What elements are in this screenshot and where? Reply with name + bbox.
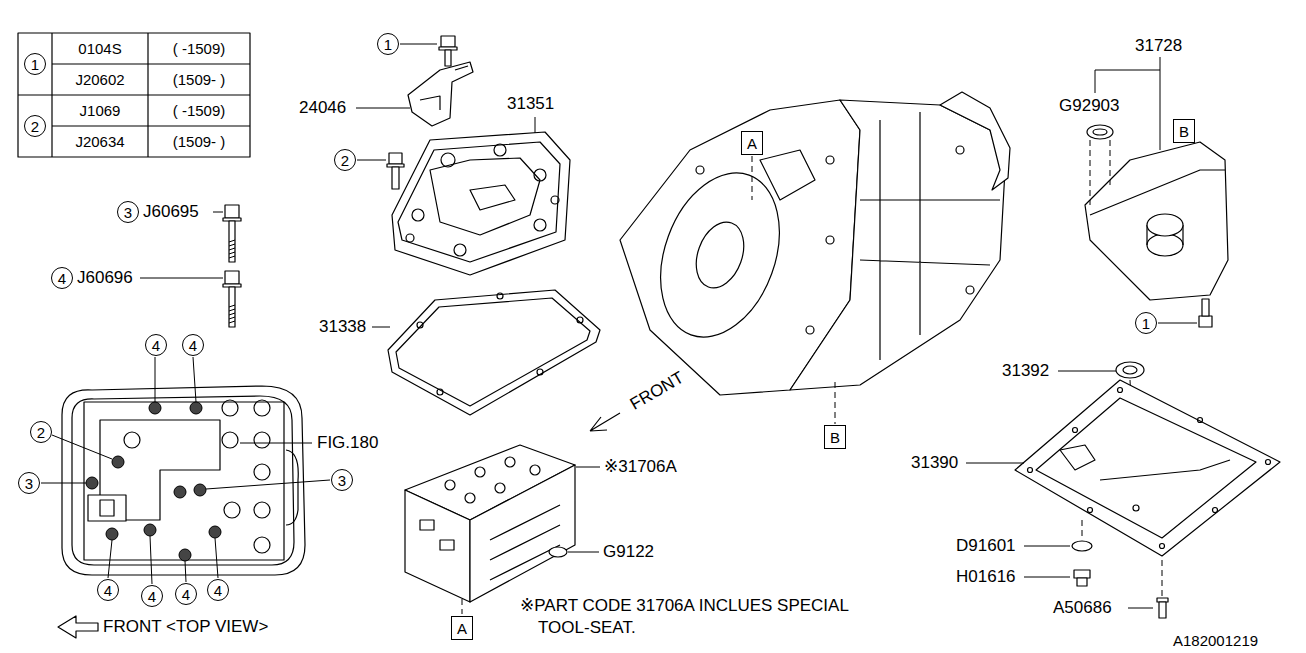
callout-text: 1 bbox=[384, 37, 392, 52]
table-cell: (1509- ) bbox=[172, 71, 227, 88]
part-number: ※31706A bbox=[603, 457, 678, 477]
part-number: 24046 bbox=[298, 98, 347, 118]
callout-text: 3 bbox=[25, 476, 33, 491]
part-number: 31390 bbox=[910, 453, 959, 473]
callout-circle: 3 bbox=[117, 201, 139, 223]
callout-circle: 1 bbox=[1135, 312, 1157, 334]
callout-circle: 1 bbox=[377, 33, 399, 55]
callout-text: 1 bbox=[1142, 316, 1150, 331]
callout-circle: 2 bbox=[24, 115, 46, 137]
callout-circle: 4 bbox=[145, 334, 167, 356]
callout-circle: 2 bbox=[334, 149, 356, 171]
bracket bbox=[356, 108, 410, 109]
callout-text: 4 bbox=[182, 587, 190, 602]
callout-text: 4 bbox=[58, 271, 66, 286]
table-cell: J1069 bbox=[79, 102, 122, 119]
table-cell: J20634 bbox=[74, 133, 125, 150]
table-cell: (1509- ) bbox=[172, 133, 227, 150]
transmission bbox=[590, 92, 1010, 431]
top-view bbox=[41, 357, 330, 638]
gasket bbox=[372, 290, 600, 415]
callout-text: 2 bbox=[31, 119, 39, 134]
callout-text: B bbox=[1179, 124, 1189, 139]
callout-text: 1 bbox=[31, 57, 39, 72]
direction-label: FRONT <TOP VIEW> bbox=[102, 617, 269, 637]
valve-cover bbox=[392, 62, 570, 275]
part-number: G92903 bbox=[1058, 96, 1121, 116]
part-number: A50686 bbox=[1052, 598, 1113, 618]
bolt bbox=[357, 153, 404, 189]
callout-circle: 1 bbox=[24, 53, 46, 75]
part-number: H01616 bbox=[955, 567, 1017, 587]
table-cell: J20602 bbox=[74, 71, 125, 88]
reference-box: A bbox=[451, 616, 473, 640]
callout-circle: 4 bbox=[51, 267, 73, 289]
callout-text: 4 bbox=[148, 589, 156, 604]
figure-reference: FIG.180 bbox=[316, 433, 379, 453]
part-number: 31392 bbox=[1001, 361, 1050, 381]
callout-text: B bbox=[830, 430, 840, 445]
callout-circle: 4 bbox=[207, 579, 229, 601]
footnote: ※PART CODE 31706A INCLUES SPECIAL TOOL-S… bbox=[520, 595, 852, 639]
callout-circle: 4 bbox=[182, 334, 204, 356]
table-cell: ( -1509) bbox=[172, 40, 227, 57]
bolt bbox=[140, 205, 241, 327]
callout-circle: 3 bbox=[18, 472, 40, 494]
callout-text: 4 bbox=[104, 583, 112, 598]
part-number: D91601 bbox=[955, 536, 1017, 556]
callout-text: 4 bbox=[152, 338, 160, 353]
direction-label: FRONT bbox=[626, 367, 688, 414]
callout-text: 2 bbox=[341, 153, 349, 168]
valve-body bbox=[405, 445, 600, 614]
part-number: 31338 bbox=[318, 317, 367, 337]
part-number: J60696 bbox=[76, 268, 134, 288]
callout-circle: 4 bbox=[141, 585, 163, 607]
callout-circle: 4 bbox=[97, 579, 119, 601]
reference-box: A bbox=[741, 131, 763, 155]
callout-text: 4 bbox=[214, 583, 222, 598]
diagram-id: A182001219 bbox=[1172, 632, 1259, 649]
table-cell: 0104S bbox=[77, 40, 122, 57]
part-table bbox=[18, 33, 250, 157]
callout-text: 3 bbox=[338, 473, 346, 488]
callout-text: A bbox=[457, 621, 467, 636]
part-number: G9122 bbox=[602, 542, 655, 562]
callout-text: A bbox=[747, 136, 757, 151]
table-cell: ( -1509) bbox=[172, 102, 227, 119]
callout-text: 3 bbox=[124, 205, 132, 220]
reference-box: B bbox=[1173, 119, 1195, 143]
part-number: 31728 bbox=[1134, 36, 1183, 56]
bolt bbox=[400, 36, 457, 66]
callout-circle: 3 bbox=[331, 469, 353, 491]
callout-text: 2 bbox=[37, 425, 45, 440]
reference-box: B bbox=[824, 425, 846, 449]
callout-text: 4 bbox=[189, 338, 197, 353]
part-number: 31351 bbox=[506, 94, 555, 114]
callout-circle: 2 bbox=[30, 421, 52, 443]
part-number: J60695 bbox=[142, 202, 200, 222]
callout-circle: 4 bbox=[175, 583, 197, 605]
